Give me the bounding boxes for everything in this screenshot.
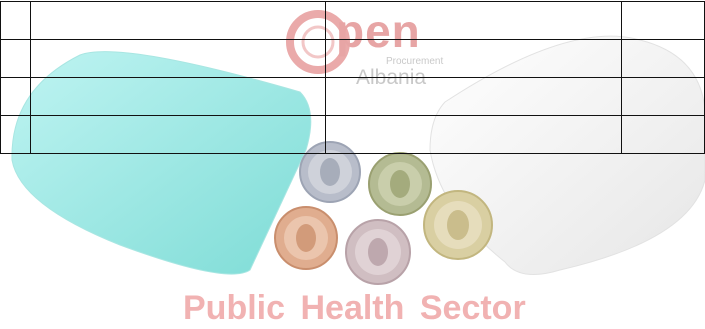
logo-wordmark: pen <box>336 5 421 57</box>
coin-1-icon <box>299 141 361 203</box>
table-row-divider <box>0 115 705 116</box>
logo-o-icon <box>286 10 350 74</box>
footer-title: Public Health Sector <box>183 289 532 328</box>
capsule-right <box>429 35 705 275</box>
footer-word-2: Health <box>300 289 405 327</box>
table-col-divider <box>621 1 622 154</box>
coin-5-icon <box>423 190 493 260</box>
table-row-divider <box>0 77 705 78</box>
capsule-left <box>11 51 312 275</box>
table-row-divider <box>0 39 705 40</box>
table-border-bottom <box>0 153 705 154</box>
coin-2-icon <box>368 152 432 216</box>
footer-word-1: Public <box>183 289 286 327</box>
table-border-top <box>0 1 705 2</box>
table-border-left <box>0 1 1 154</box>
footer-word-3: Sector <box>419 289 526 327</box>
logo-tagline: Procurement <box>386 56 444 67</box>
table-col-divider <box>325 1 326 154</box>
coin-3-icon <box>274 206 338 270</box>
coin-4-icon <box>345 219 411 285</box>
table-col-divider <box>30 1 31 154</box>
